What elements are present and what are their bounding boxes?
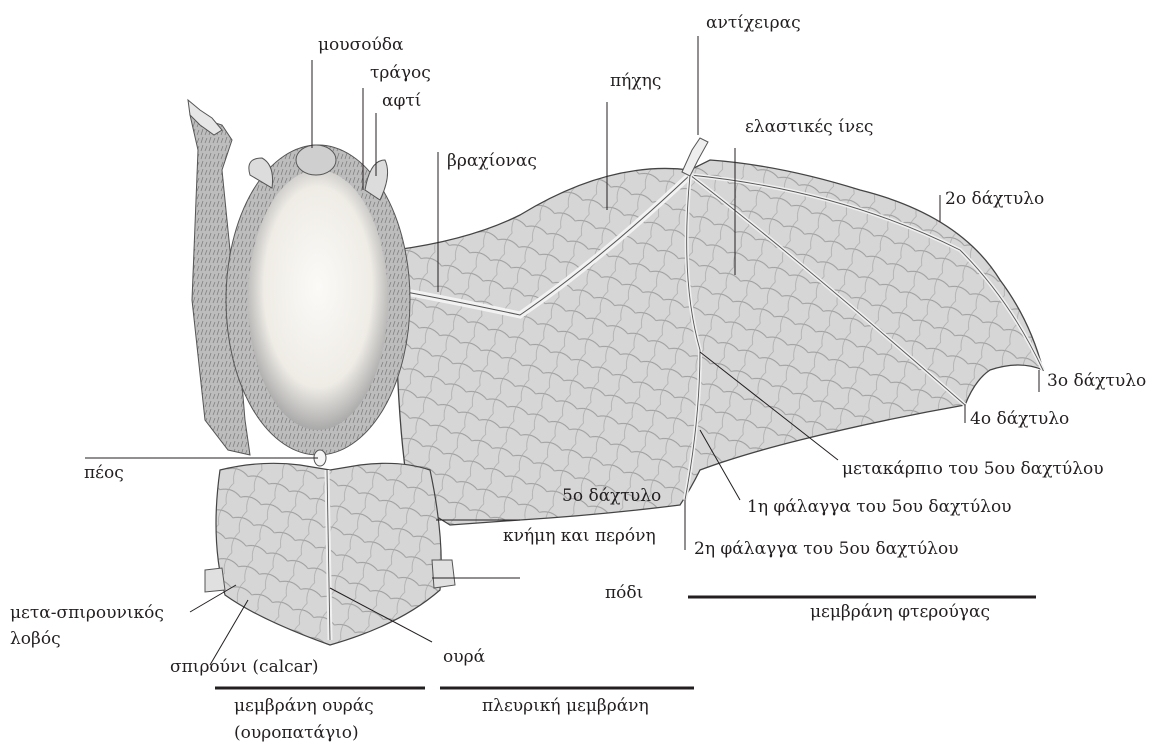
section-tail-membrane-line1: μεμβράνη ουράς bbox=[234, 697, 374, 717]
label-digit-3: 3ο δάχτυλο bbox=[1047, 372, 1146, 392]
label-moustache: μουσούδα bbox=[318, 36, 404, 56]
label-postcalcarial-lobe-line1: μετα-σπιρουνικός bbox=[10, 604, 164, 624]
bat-body bbox=[226, 145, 410, 466]
label-tragus: τράγος bbox=[370, 64, 431, 84]
label-upper-arm: βραχίονας bbox=[447, 152, 537, 172]
section-wing-membrane: μεμβράνη φτερούγας bbox=[810, 603, 990, 623]
label-foot: πόδι bbox=[605, 584, 643, 604]
label-forearm: πήχης bbox=[610, 72, 661, 92]
label-tail: ουρά bbox=[443, 648, 485, 668]
label-digit-4: 4ο δάχτυλο bbox=[970, 410, 1069, 430]
label-penis: πέος bbox=[84, 464, 124, 484]
label-digit-5: 5ο δάχτυλο bbox=[562, 487, 661, 507]
label-elastic-fibers: ελαστικές ίνες bbox=[745, 118, 873, 138]
section-tail-membrane-line2: (ουροπατάγιο) bbox=[234, 724, 359, 744]
label-tibia-fibula: κνήμη και περόνη bbox=[503, 527, 656, 547]
label-ear: αφτί bbox=[382, 92, 421, 112]
label-postcalcarial-lobe-line2: λοβός bbox=[10, 630, 61, 650]
label-digit-2: 2ο δάχτυλο bbox=[945, 190, 1044, 210]
label-metacarpal-5: μετακάρπιο του 5ου δαχτύλου bbox=[842, 460, 1104, 480]
tail-membrane-shape bbox=[205, 463, 455, 645]
label-phalanx-1: 1η φάλαγγα του 5ου δαχτύλου bbox=[747, 498, 1012, 518]
section-lateral-membrane: πλευρική μεμβράνη bbox=[482, 697, 649, 717]
label-antebrachium: αντίχειρας bbox=[706, 14, 801, 34]
label-calcar: σπιρούνι (calcar) bbox=[170, 658, 319, 678]
label-phalanx-2: 2η φάλαγγα του 5ου δαχτύλου bbox=[694, 540, 959, 560]
